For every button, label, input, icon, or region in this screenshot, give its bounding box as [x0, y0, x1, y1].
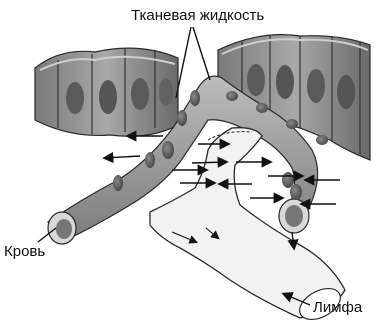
tissue-cells-left [35, 48, 178, 136]
label-tissue-fluid: Тканевая жидкость [131, 8, 264, 23]
label-lymph: Лимфа [313, 300, 362, 315]
label-blood: Кровь [4, 244, 45, 259]
